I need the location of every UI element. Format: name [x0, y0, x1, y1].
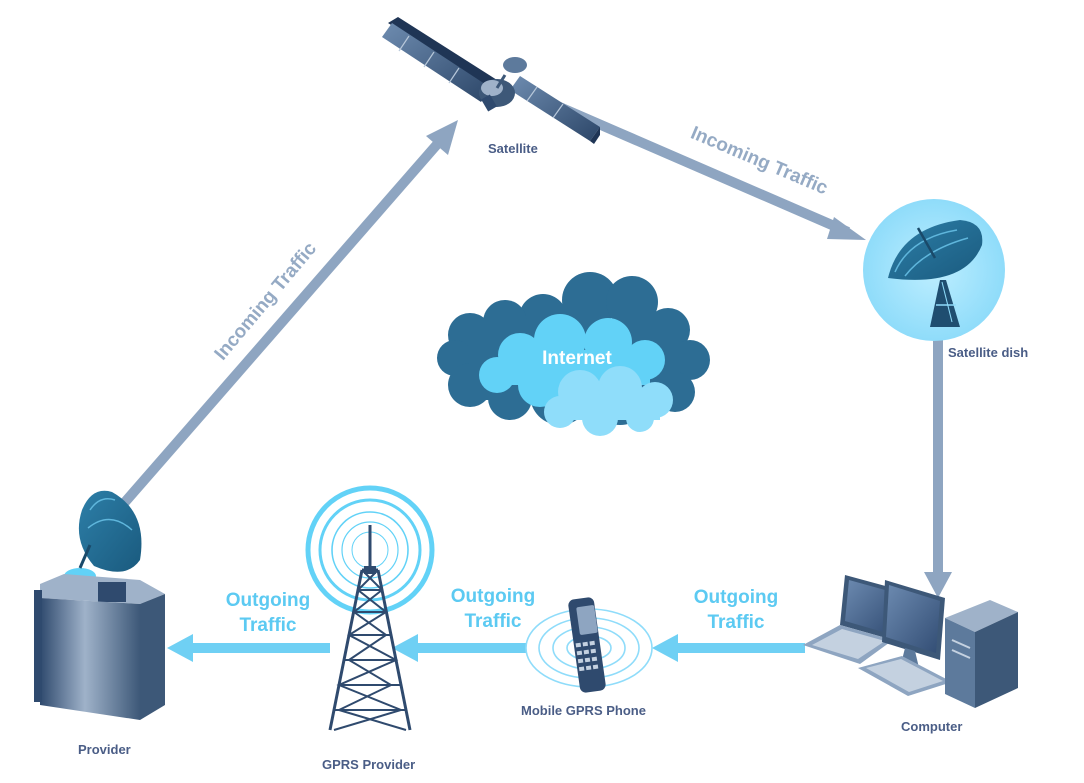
outgoing-traffic-line2: Traffic [239, 615, 297, 636]
computer-icon[interactable] [803, 575, 1018, 708]
incoming-arrow-provider-to-satellite [94, 120, 458, 537]
satellite-dish-icon[interactable] [863, 199, 1005, 341]
satellite-icon[interactable] [382, 17, 600, 144]
outgoing-traffic-label-computer-phone: Outgoing Traffic [684, 585, 788, 635]
provider-icon[interactable] [34, 490, 165, 720]
incoming-arrow-dish-to-computer [924, 340, 952, 598]
outgoing-traffic-line2: Traffic [707, 612, 765, 633]
outgoing-traffic-label-phone-tower: Outgoing Traffic [441, 584, 545, 634]
computer-label: Computer [901, 719, 963, 734]
outgoing-traffic-label-tower-provider: Outgoing Traffic [216, 588, 320, 638]
outgoing-traffic-line1: Outgoing [693, 587, 779, 608]
internet-cloud-icon [437, 272, 710, 436]
gprs-provider-tower-icon[interactable] [305, 485, 435, 731]
internet-cloud-label: Internet [542, 348, 612, 369]
provider-label: Provider [78, 742, 131, 757]
outgoing-traffic-line2: Traffic [464, 611, 522, 632]
outgoing-arrow-phone-to-tower [392, 634, 526, 662]
mobile-gprs-phone-icon[interactable] [525, 597, 653, 694]
satellite-label: Satellite [488, 141, 538, 156]
mobile-gprs-phone-label: Mobile GPRS Phone [521, 703, 646, 718]
incoming-arrow-satellite-to-dish [546, 97, 866, 240]
outgoing-traffic-line1: Outgoing [225, 590, 311, 611]
outgoing-arrow-tower-to-provider [167, 634, 330, 662]
satellite-dish-label: Satellite dish [948, 345, 1029, 360]
outgoing-traffic-line1: Outgoing [450, 586, 536, 607]
gprs-provider-label: GPRS Provider [322, 757, 416, 772]
incoming-traffic-label-right: Incoming Traffic [688, 123, 832, 200]
outgoing-arrow-computer-to-phone [652, 634, 805, 662]
